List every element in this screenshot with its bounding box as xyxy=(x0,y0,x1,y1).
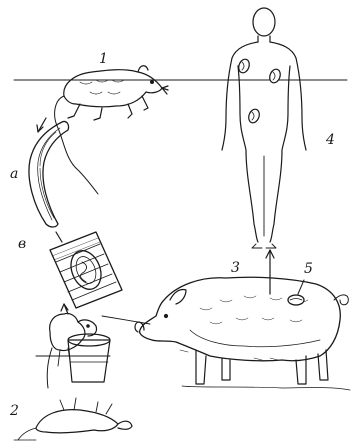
label-pig: 3 xyxy=(231,261,240,275)
human-illustration xyxy=(222,8,306,248)
rat-top-illustration xyxy=(55,66,168,194)
muscle-cyst-illustration xyxy=(50,232,122,308)
label-larva: а xyxy=(10,167,18,181)
label-muscle-cyst: в xyxy=(18,237,26,251)
rat-dead-illustration xyxy=(14,398,132,440)
pig-illustration xyxy=(135,277,350,390)
label-rat-top: 1 xyxy=(99,52,108,66)
arrow-larva-to-muscle xyxy=(56,232,62,242)
label-rat-bottom: 2 xyxy=(10,404,19,418)
rat-bucket-illustration xyxy=(47,313,110,388)
arrow-to-pig xyxy=(102,316,150,324)
larva-illustration xyxy=(29,121,69,227)
label-human: 4 xyxy=(326,133,335,147)
label-pig-cyst: 5 xyxy=(304,262,313,276)
arrow-rat-to-larva xyxy=(38,118,46,132)
